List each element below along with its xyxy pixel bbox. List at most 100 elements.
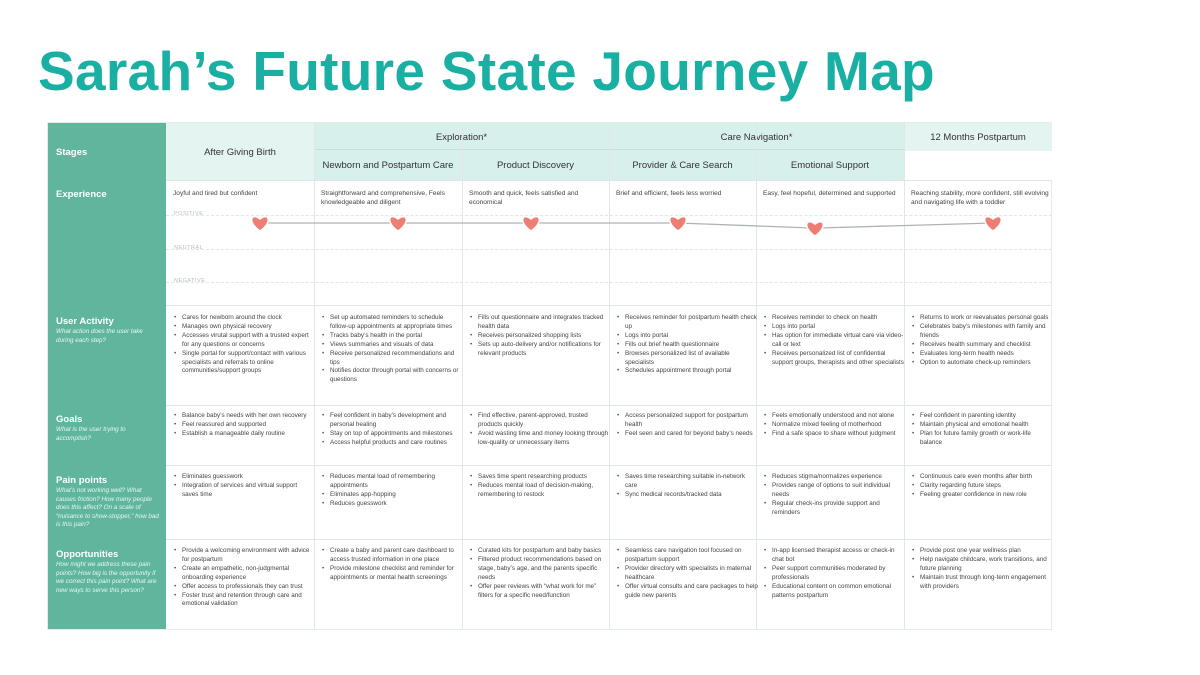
row-divider [166, 180, 1052, 181]
experience-text: Straightforward and comprehensive, Feels… [321, 190, 445, 207]
bullet-item: Establish a manageable daily routine [174, 430, 315, 439]
neutral-label: NEUTRAL [174, 245, 204, 251]
user-activity-label: User Activity [56, 316, 114, 327]
bullet-item: Option to automate check-up reminders [912, 359, 1053, 368]
bullet-item: Reduces stigma/normalizes experience [764, 473, 905, 482]
bullet-item: Peer support communities moderated by pr… [764, 565, 905, 583]
bullet-item: Maintain trust through long-term engagem… [912, 574, 1053, 592]
goals-sub: What is the user trying to accomplish? [56, 426, 126, 442]
bullet-item: Help navigate childcare, work transition… [912, 556, 1053, 574]
bullet-item: Integration of services and virtual supp… [174, 482, 315, 500]
bullet-item: Balance baby’s needs with her own recove… [174, 412, 315, 421]
positive-label: POSITIVE [174, 211, 204, 217]
bullet-item: Accesses virutal support with a trusted … [174, 332, 315, 350]
bullet-item: Views summaries and visuals of data [322, 341, 463, 350]
bullet-item: Maintain physical and emotional health [912, 421, 1053, 430]
bullet-item: Feel confident in baby’s development and… [322, 412, 463, 430]
opportunities-cell: Provide a welcoming environment with adv… [173, 547, 315, 609]
stage-product-discovery: Product Discovery [496, 160, 575, 171]
stage-12-months: 12 Months Postpartum [930, 132, 1026, 143]
user-activity-cell: Returns to work or reevaluates personal … [911, 314, 1053, 367]
bullet-item: Clarity regarding future steps [912, 482, 1053, 491]
row-divider [166, 405, 1052, 406]
bullet-item: Fills out brief health questionnaire [617, 341, 758, 350]
bullet-item: Receives reminder for postpartum health … [617, 314, 758, 332]
pain-points-cell: Reduces stigma/normalizes experienceProv… [763, 473, 905, 518]
bullet-item: Foster trust and retention through care … [174, 592, 315, 610]
bullet-item: Tracks baby’s health in the portal [322, 332, 463, 341]
bullet-item: Avoid wasting time and money looking thr… [470, 430, 611, 448]
bullet-item: Offer access to professionals they can t… [174, 583, 315, 592]
user-activity-cell: Set up automated reminders to schedule f… [321, 314, 463, 385]
bullet-item: Find effective, parent-approved, trusted… [470, 412, 611, 430]
bullet-item: Normalize mixed feeling of motherhood [764, 421, 905, 430]
bullet-item: Feel confident in parenting identity [912, 412, 1053, 421]
row-divider [166, 305, 1052, 306]
bullet-item: Reduces mental load of decision-making, … [470, 482, 611, 500]
bullet-item: Sync medical records/tracked data [617, 491, 758, 500]
experience-text: Reaching stability, more confident, stil… [911, 190, 1049, 207]
bullet-item: Feeling greater confidence in new role [912, 491, 1053, 500]
row-divider [166, 465, 1052, 466]
sentiment-curve [251, 215, 1002, 238]
pain-points-cell: Continuous care even months after birthC… [911, 473, 1053, 500]
bullet-item: Provider directory with specialists in m… [617, 565, 758, 583]
opportunities-cell: In-app licensed therapist access or chec… [763, 547, 905, 600]
bullet-item: Access helpful products and care routine… [322, 439, 463, 448]
neutral-line [166, 249, 1052, 250]
header-blank [904, 151, 1052, 180]
group-exploration: Exploration* [314, 132, 609, 143]
user-activity-cell: Fills out questionnaire and integrates t… [469, 314, 611, 359]
bullet-item: Fills out questionnaire and integrates t… [470, 314, 611, 332]
bullet-item: Educational content on common emotional … [764, 583, 905, 601]
bullet-item: Saves time researching suitable in-netwo… [617, 473, 758, 491]
bullet-item: Has option for immediate virtual care vi… [764, 332, 905, 350]
bullet-item: Access personalized support for postpart… [617, 412, 758, 430]
sentiment-line [260, 222, 994, 229]
bullet-item: Regular check-ins provide support and re… [764, 500, 905, 518]
user-activity-sub: What action does the user take during ea… [56, 328, 143, 344]
bullet-item: Receives personalized list of confidenti… [764, 350, 905, 368]
bullet-item: Browses personalized list of available s… [617, 350, 758, 368]
bullet-item: Offer virtual consults and care packages… [617, 583, 758, 601]
experience-text: Smooth and quick, feels satisfied and ec… [469, 190, 579, 207]
heart-icon [669, 215, 687, 232]
pain-points-label: Pain points [56, 475, 108, 486]
bullet-item: Feels emotionally understood and not alo… [764, 412, 905, 421]
stages-label: Stages [56, 147, 88, 158]
negative-line [166, 282, 1052, 283]
bullet-item: Cares for newborn around the clock [174, 314, 315, 323]
negative-label: NEGATIVE [174, 278, 206, 284]
heart-icon [251, 215, 269, 232]
bullet-item: Continuous care even months after birth [912, 473, 1053, 482]
bullet-item: Provide post one year wellness plan [912, 547, 1053, 556]
bullet-item: Create an empathetic, non-judgmental onb… [174, 565, 315, 583]
user-activity-cell: Receives reminder for postpartum health … [616, 314, 758, 376]
bullet-item: Receives health summary and checklist [912, 341, 1053, 350]
pain-points-cell: Reduces mental load of remembering appoi… [321, 473, 463, 509]
journey-map: Stages Experience User Activity What act… [47, 122, 1052, 630]
bullet-item: Provides range of options to suit indivi… [764, 482, 905, 500]
experience-text: Easy, feel hopeful, determined and suppo… [763, 190, 896, 197]
stage-newborn-postpartum: Newborn and Postpartum Care [322, 160, 454, 171]
stage-emotional-support: Emotional Support [790, 160, 870, 171]
bullet-item: Evaluates long-term health needs [912, 350, 1053, 359]
bullet-item: In-app licensed therapist access or chec… [764, 547, 905, 565]
col-divider [904, 123, 905, 629]
bullet-item: Eliminates guesswork [174, 473, 315, 482]
goals-cell: Access personalized support for postpart… [616, 412, 758, 439]
positive-line [166, 215, 1052, 216]
bullet-item: Reduces guesswork [322, 500, 463, 509]
bullet-item: Saves time spent researching products [470, 473, 611, 482]
bullet-item: Stay on top of appointments and mileston… [322, 430, 463, 439]
bullet-item: Receive personalized recommendations and… [322, 350, 463, 368]
bullet-item: Provide milestone checklist and reminder… [322, 565, 463, 583]
goals-cell: Find effective, parent-approved, trusted… [469, 412, 611, 448]
goals-cell: Feels emotionally understood and not alo… [763, 412, 905, 439]
bullet-item: Returns to work or reevaluates personal … [912, 314, 1053, 323]
opportunities-sub: How might we address these pain points? … [56, 561, 157, 594]
bullet-item: Plan for future family growth or work-li… [912, 430, 1053, 448]
user-activity-cell: Receives reminder to check on healthLogs… [763, 314, 905, 367]
bullet-item: Eliminates app-hopping [322, 491, 463, 500]
user-activity-cell: Cares for newborn around the clockManage… [173, 314, 315, 376]
